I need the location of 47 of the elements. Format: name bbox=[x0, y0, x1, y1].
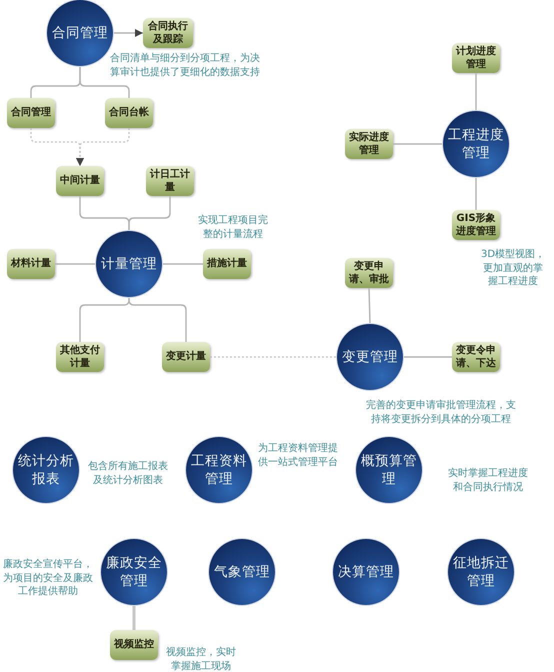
feature-box: 措施计量 bbox=[203, 249, 251, 279]
module-circle: 工程进度管理 bbox=[443, 111, 509, 177]
description-text: 视频监控，实时掌握施工现场 bbox=[165, 646, 237, 672]
connector-line bbox=[475, 73, 477, 111]
connector-line bbox=[128, 297, 187, 342]
module-circle: 变更管理 bbox=[337, 324, 403, 390]
feature-box: 视频监控 bbox=[110, 630, 158, 660]
connector-line bbox=[132, 605, 136, 630]
module-circle: 廉政安全管理 bbox=[101, 539, 167, 605]
feature-box: 中间计量 bbox=[56, 166, 104, 196]
feature-box: 材料计量 bbox=[7, 249, 55, 279]
feature-box: 实际进度管理 bbox=[345, 129, 393, 159]
module-circle: 计量管理 bbox=[96, 231, 162, 297]
feature-box: 变更申请、审批 bbox=[345, 258, 393, 288]
feature-box: 计划进度管理 bbox=[452, 43, 500, 73]
description-text: 实现工程项目完整的计量流程 bbox=[197, 214, 269, 241]
feature-box: 合同台帐 bbox=[105, 98, 153, 128]
module-circle: 概预算管理 bbox=[356, 437, 422, 503]
description-text: 3D模型视图，更加直观的掌握工程进度 bbox=[480, 248, 546, 288]
feature-box: GIS形象进度管理 bbox=[452, 210, 500, 240]
module-circle: 气象管理 bbox=[209, 539, 275, 605]
feature-box: 其他支付计量 bbox=[56, 342, 104, 372]
arrow bbox=[113, 29, 143, 37]
connector-line bbox=[128, 196, 171, 231]
description-text: 实时掌握工程进度和合同执行情况 bbox=[447, 467, 529, 494]
description-text: 完善的变更申请审批管理流程，支持将变更拆分到具体的分项工程 bbox=[365, 399, 517, 426]
description-text: 合同清单与细分到分项工程，为决算审计也提供了更细化的数据支持 bbox=[110, 52, 261, 79]
feature-box: 变更令申请、下达 bbox=[452, 342, 500, 372]
connector-line bbox=[55, 263, 96, 265]
description-text: 廉政安全宣传平台，为项目的安全及廉政工作提供帮助 bbox=[2, 558, 94, 598]
description-text: 为工程资料管理提供一站式管理平台 bbox=[258, 442, 339, 469]
feature-box: 计日工计量 bbox=[146, 166, 194, 196]
module-circle: 统计分析报表 bbox=[13, 437, 79, 503]
connector-line bbox=[475, 177, 477, 210]
module-circle: 决算管理 bbox=[333, 539, 399, 605]
connector-line bbox=[403, 356, 452, 358]
description-text: 包含所有施工报表及统计分析图表 bbox=[87, 460, 169, 487]
feature-box: 合同执行及跟踪 bbox=[143, 18, 193, 48]
arrow bbox=[76, 128, 130, 166]
feature-box: 合同管理 bbox=[7, 98, 55, 128]
connector-line bbox=[210, 356, 337, 358]
connector-line bbox=[368, 288, 371, 324]
feature-box: 变更计量 bbox=[162, 342, 210, 372]
connector-line bbox=[393, 143, 443, 145]
connector-line bbox=[162, 263, 203, 265]
module-circle: 工程资料管理 bbox=[186, 437, 252, 503]
module-circle: 征地拆迁管理 bbox=[448, 539, 514, 605]
